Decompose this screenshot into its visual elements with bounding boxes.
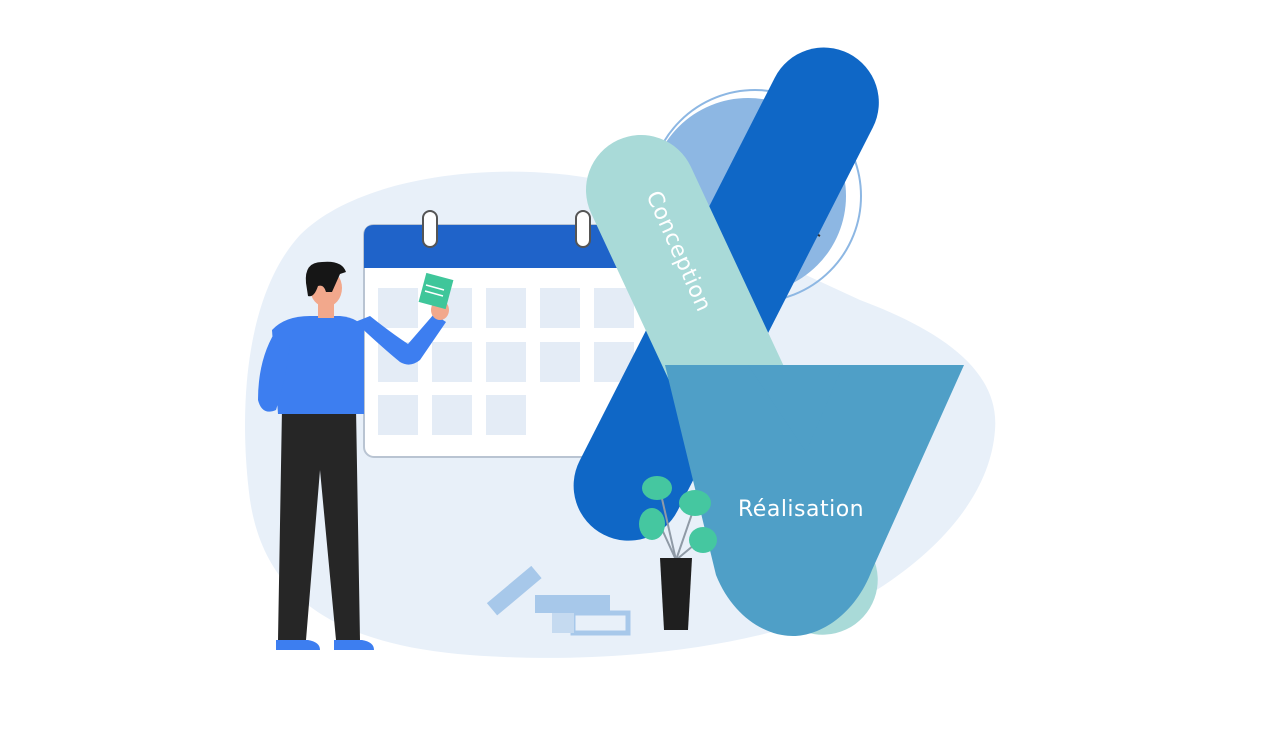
person-arm-left xyxy=(258,332,290,412)
plant-pot xyxy=(660,558,692,630)
calendar-grid xyxy=(378,288,634,435)
realisation-label: Réalisation xyxy=(738,497,864,522)
calendar-ring-left xyxy=(422,210,438,248)
person-pants xyxy=(278,408,360,640)
calendar-ring-right xyxy=(575,210,591,248)
realisation-band xyxy=(665,365,964,636)
plant-leaf xyxy=(639,508,665,540)
person-shirt xyxy=(272,316,364,414)
building-blocks xyxy=(486,565,631,636)
person xyxy=(258,261,454,650)
v-model-shape xyxy=(573,47,964,636)
person-shoe-right xyxy=(334,640,374,650)
potted-plant xyxy=(639,476,717,630)
person-shoe-left xyxy=(276,640,320,650)
plant-leaf xyxy=(679,490,711,516)
plant-leaf xyxy=(642,476,672,500)
person-hair xyxy=(305,261,346,297)
person-arm-right xyxy=(355,314,446,365)
plant-leaf xyxy=(689,527,717,553)
sticky-note xyxy=(418,272,454,310)
validation-label: Validation xyxy=(905,210,972,324)
